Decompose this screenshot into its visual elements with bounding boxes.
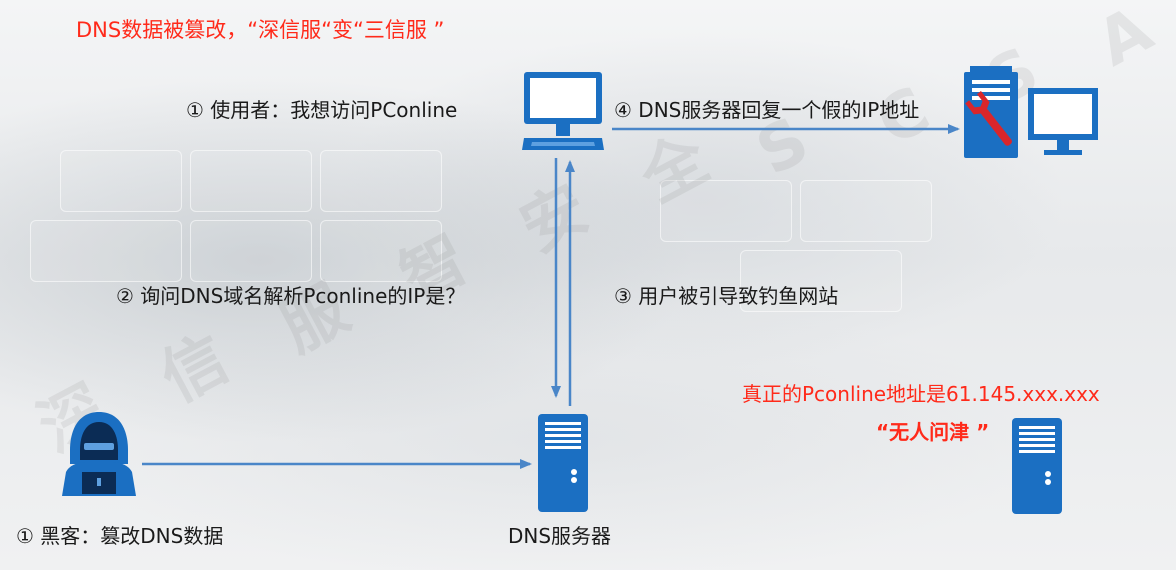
keyboard-key bbox=[320, 150, 442, 212]
keyboard-key bbox=[60, 150, 182, 212]
user-step-label: ① 使用者：我想访问PConline bbox=[186, 98, 458, 122]
query-step-label: ② 询问DNS域名解析Pconline的IP是？ bbox=[116, 284, 466, 308]
keyboard-key bbox=[30, 220, 182, 282]
redirect-step-label: ③ 用户被引导致钓鱼网站 bbox=[614, 284, 839, 308]
hacker-hoodie-icon bbox=[62, 412, 136, 496]
diagram-title: DNS数据被篡改，“深信服“变“三信服 ” bbox=[76, 18, 445, 42]
dns-server-label: DNS服务器 bbox=[508, 524, 612, 548]
hacker-step-label: ① 黑客：篡改DNS数据 bbox=[16, 524, 224, 548]
reply-step-label: ④ DNS服务器回复一个假的IP地址 bbox=[614, 98, 920, 122]
keyboard-key bbox=[320, 220, 442, 282]
keyboard-key bbox=[190, 220, 312, 282]
server-tower-icon bbox=[1012, 418, 1062, 514]
keyboard-key bbox=[740, 250, 902, 312]
keyboard-key bbox=[800, 180, 932, 242]
server-tower-icon bbox=[538, 414, 588, 512]
keyboard-key bbox=[660, 180, 792, 242]
real-address-label: 真正的Pconline地址是61.145.xxx.xxx bbox=[742, 382, 1100, 406]
server-with-wrench-icon bbox=[964, 66, 1098, 158]
ignored-label: “无人问津 ” bbox=[876, 420, 990, 444]
keyboard-key bbox=[190, 150, 312, 212]
desktop-computer-icon bbox=[522, 72, 604, 150]
